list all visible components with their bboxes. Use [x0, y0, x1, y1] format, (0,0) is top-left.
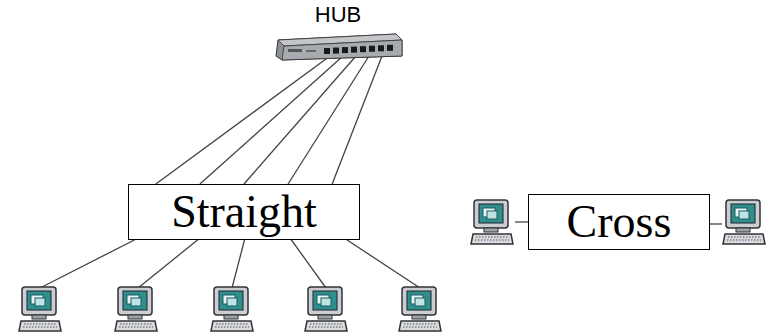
cable-type-box: Cross: [528, 194, 710, 250]
device-label: HUB: [272, 4, 404, 26]
straight-cable: [156, 56, 382, 184]
cable-label: Straight: [171, 189, 317, 235]
hub-device: HUB: [272, 4, 404, 62]
straight-cables: [40, 232, 420, 288]
cable-label: Cross: [567, 199, 672, 245]
hub-icon: [272, 30, 404, 62]
cable-type-box: Straight: [128, 184, 360, 240]
